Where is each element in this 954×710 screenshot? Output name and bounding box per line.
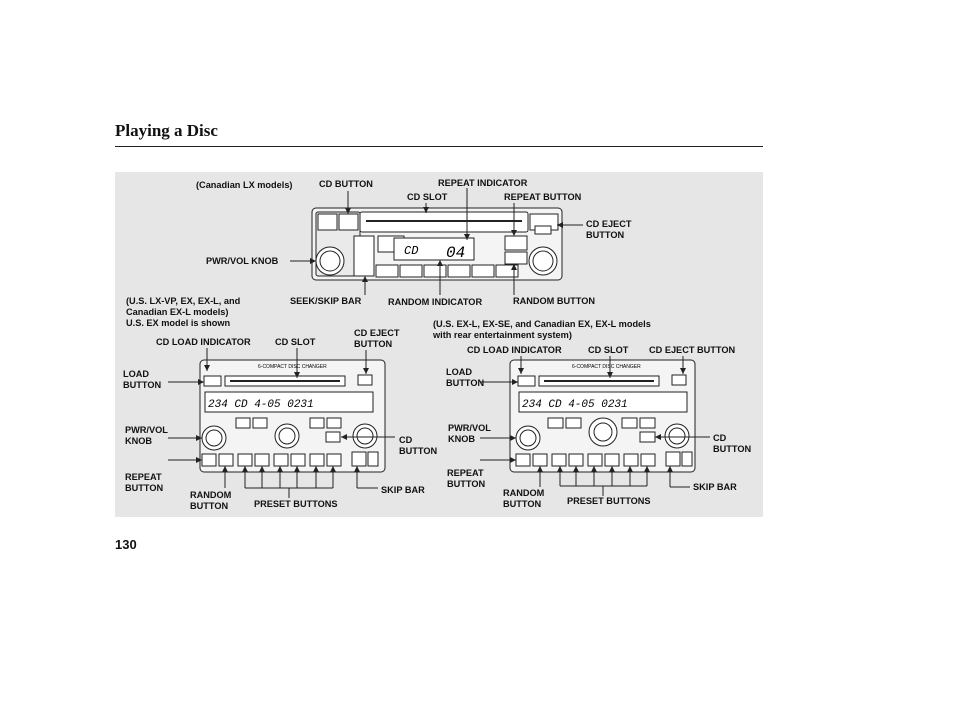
radio-unit-right: [509, 359, 696, 473]
display-text-right: 234 CD 4-05 0231: [522, 399, 628, 411]
label-random-button: RANDOM BUTTON: [513, 296, 596, 306]
device-header-right: 6-COMPACT DISC CHANGER: [572, 364, 641, 370]
caption-us-ex-l: (U.S. EX-L, EX-SE, and Canadian EX, EX-L…: [433, 319, 651, 340]
label-preset-buttons: PRESET BUTTONS: [567, 496, 651, 506]
radio-unit-left: [199, 359, 386, 473]
label-cd-load-indicator: CD LOAD INDICATOR: [467, 345, 562, 355]
label-preset-buttons: PRESET BUTTONS: [254, 499, 338, 509]
title-rule: [115, 146, 763, 147]
label-pwr-vol-knob: PWR/VOL KNOB: [448, 423, 491, 444]
label-pwr-vol-knob: PWR/VOL KNOB: [206, 256, 279, 266]
display-track-top: 04: [446, 244, 465, 262]
label-cd-button: CD BUTTON: [713, 433, 752, 454]
label-repeat-indicator: REPEAT INDICATOR: [438, 178, 528, 188]
label-cd-eject-button: CD EJECT BUTTON: [586, 219, 632, 240]
label-cd-eject-button: CD EJECT BUTTON: [649, 345, 736, 355]
label-load-button: LOAD BUTTON: [123, 369, 162, 390]
label-cd-eject-button: CD EJECT BUTTON: [354, 328, 400, 349]
page-number: 130: [115, 537, 137, 552]
label-pwr-vol-knob: PWR/VOL KNOB: [125, 425, 168, 446]
page-title: Playing a Disc: [115, 121, 218, 140]
label-cd-button: CD BUTTON: [399, 435, 438, 456]
display-text-top: CD: [404, 244, 418, 258]
label-repeat-button: REPEAT BUTTON: [504, 192, 582, 202]
label-cd-slot: CD SLOT: [407, 192, 448, 202]
label-cd-button: CD BUTTON: [319, 179, 373, 189]
caption-us-lx-vp: (U.S. LX-VP, EX, EX-L, and Canadian EX-L…: [126, 296, 241, 328]
caption-canadian-lx: (Canadian LX models): [196, 180, 293, 190]
label-load-button: LOAD BUTTON: [446, 367, 485, 388]
label-random-button: RANDOM BUTTON: [190, 490, 232, 511]
label-cd-slot: CD SLOT: [588, 345, 629, 355]
label-skip-bar: SKIP BAR: [693, 482, 737, 492]
label-cd-slot: CD SLOT: [275, 337, 316, 347]
display-text-left: 234 CD 4-05 0231: [208, 399, 314, 411]
label-random-indicator: RANDOM INDICATOR: [388, 297, 483, 307]
label-repeat-button: REPEAT BUTTON: [447, 468, 486, 489]
label-cd-load-indicator: CD LOAD INDICATOR: [156, 337, 251, 347]
label-skip-bar: SKIP BAR: [381, 485, 425, 495]
device-header-left: 6-COMPACT DISC CHANGER: [258, 364, 327, 370]
label-repeat-button: REPEAT BUTTON: [125, 472, 164, 493]
label-random-button: RANDOM BUTTON: [503, 488, 545, 509]
label-seek-skip-bar: SEEK/SKIP BAR: [290, 296, 362, 306]
